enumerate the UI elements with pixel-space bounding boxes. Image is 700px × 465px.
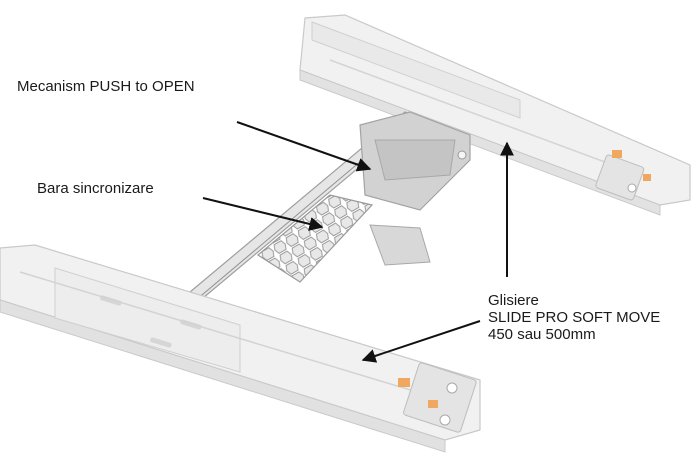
arrow-push-to-open — [236, 121, 372, 172]
push-to-open-mechanism — [359, 111, 471, 266]
back-slide-rail — [299, 14, 691, 216]
label-slides-title: Glisiere — [488, 292, 539, 309]
front-slide-rail — [0, 244, 481, 453]
arrow-slides-down — [361, 320, 481, 363]
label-slides: Glisiere SLIDE PRO SOFT MOVE 450 sau 500… — [488, 292, 660, 343]
front-rail-orange-clip — [398, 378, 410, 387]
label-sync-bar: Bara sincronizare — [37, 180, 154, 197]
label-slides-model: SLIDE PRO SOFT MOVE — [488, 309, 661, 326]
label-push-to-open: Mecanism PUSH to OPEN — [17, 78, 195, 95]
mechanism-clip — [369, 224, 431, 266]
back-rail-orange-clip — [612, 150, 622, 158]
arrow-sync-bar — [202, 197, 324, 231]
label-slides-size: 450 sau 500mm — [488, 326, 596, 343]
sync-mesh-panel — [256, 194, 374, 283]
